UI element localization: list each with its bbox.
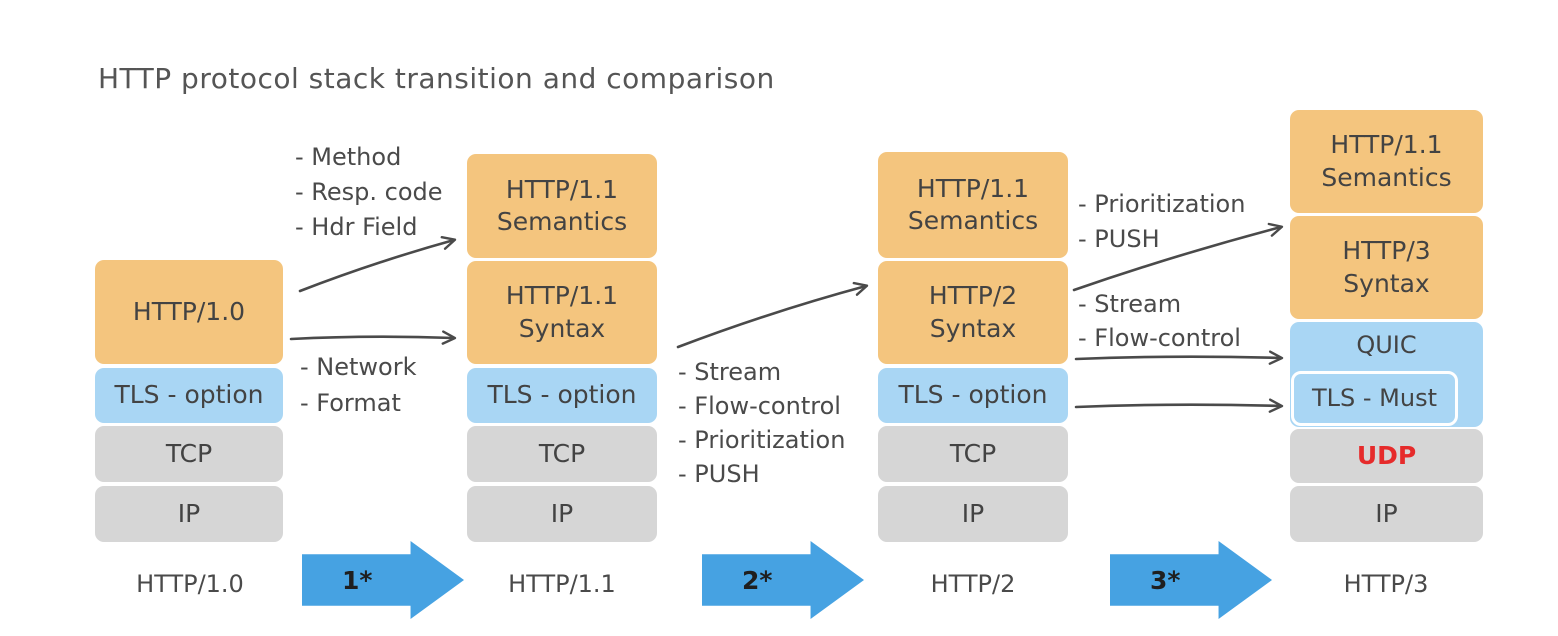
note-resp-code: - Resp. code: [295, 178, 443, 206]
layer-http10-ip: IP: [95, 486, 283, 542]
note-flow-control-3: - Flow-control: [1078, 324, 1241, 352]
layer-http3-quic: QUIC: [1356, 331, 1417, 360]
layer-http3-semantics: HTTP/1.1 Semantics: [1290, 110, 1483, 213]
note-method: - Method: [295, 143, 402, 171]
layer-http11-tls: TLS - option: [467, 368, 657, 423]
layer-http10-app: HTTP/1.0: [95, 260, 283, 364]
diagram-title: HTTP protocol stack transition and compa…: [98, 62, 775, 95]
arrow-http10-to-syntax: [289, 330, 457, 345]
note-prioritization-3: - Prioritization: [1078, 190, 1246, 218]
layer-http3-quic-group: QUIC TLS - Must: [1290, 322, 1483, 427]
layer-http3-tls-must: TLS - Must: [1291, 371, 1458, 426]
layer-http2-syntax: HTTP/2 Syntax: [878, 261, 1068, 364]
big-arrow-1: 1*: [302, 541, 464, 619]
stack-caption-http3: HTTP/3: [1343, 570, 1429, 598]
layer-http11-syntax: HTTP/1.1 Syntax: [467, 261, 657, 364]
note-stream-3: - Stream: [1078, 290, 1182, 318]
layer-http2-tcp: TCP: [878, 426, 1068, 482]
layer-http3-ip: IP: [1290, 486, 1483, 542]
layer-http11-semantics: HTTP/1.1 Semantics: [467, 154, 657, 258]
big-arrow-1-label: 1*: [342, 565, 373, 595]
layer-http11-ip: IP: [467, 486, 657, 542]
big-arrow-3-label: 3*: [1150, 565, 1181, 595]
layer-http2-ip: IP: [878, 486, 1068, 542]
note-flow-control-2: - Flow-control: [678, 392, 841, 420]
big-arrow-2-label: 2*: [742, 565, 773, 595]
note-push-3: - PUSH: [1078, 225, 1160, 253]
layer-http3-udp: UDP: [1290, 429, 1483, 483]
note-hdr-field: - Hdr Field: [295, 213, 418, 241]
big-arrow-3: 3*: [1110, 541, 1272, 619]
big-arrow-2: 2*: [702, 541, 864, 619]
arrow-http2-to-tls-must: [1074, 398, 1284, 413]
stack-caption-http2: HTTP/2: [930, 570, 1016, 598]
note-format: - Format: [300, 389, 401, 417]
layer-http10-tcp: TCP: [95, 426, 283, 482]
arrow-http11-to-http2-syntax: [676, 281, 869, 349]
stack-caption-http10: HTTP/1.0: [136, 570, 244, 598]
layer-http2-semantics: HTTP/1.1 Semantics: [878, 152, 1068, 258]
note-push-2: - PUSH: [678, 460, 760, 488]
layer-http10-tls: TLS - option: [95, 368, 283, 423]
arrow-http10-to-semantics: [298, 235, 457, 293]
note-network: - Network: [300, 353, 417, 381]
stack-caption-http11: HTTP/1.1: [508, 570, 616, 598]
note-prioritization-2: - Prioritization: [678, 426, 846, 454]
arrow-http2-to-quic: [1074, 350, 1284, 365]
layer-http11-tcp: TCP: [467, 426, 657, 482]
note-stream-2: - Stream: [678, 358, 782, 386]
layer-http2-tls: TLS - option: [878, 368, 1068, 423]
layer-http3-syntax: HTTP/3 Syntax: [1290, 216, 1483, 319]
